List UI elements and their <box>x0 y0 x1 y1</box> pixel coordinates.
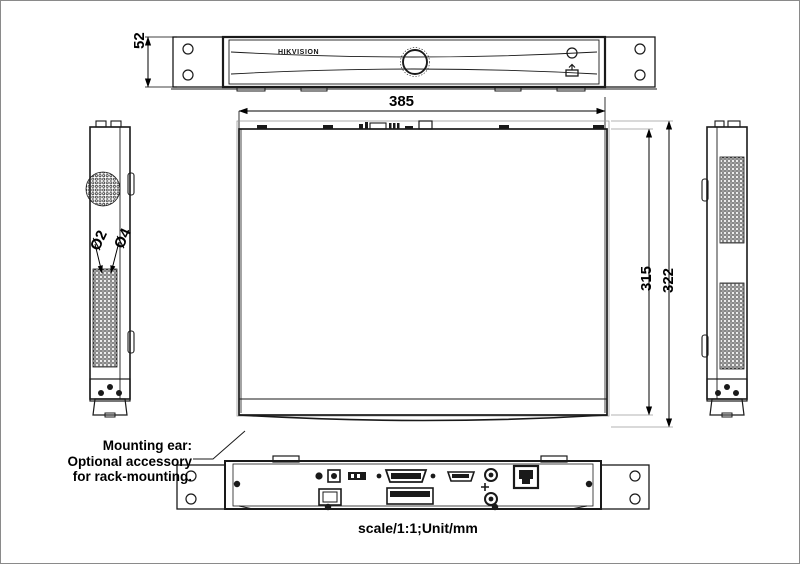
right-side-view-group <box>701 120 748 418</box>
mounting-ear-leader <box>193 430 246 460</box>
scale-unit-note: scale/1:1;Unit/mm <box>358 520 478 536</box>
dimension-label-depth-inner: 315 <box>638 265 655 291</box>
dimension-315 <box>611 128 653 416</box>
dimension-label-height: 52 <box>131 32 148 49</box>
brand-logo-text: HIKVISION <box>278 49 320 56</box>
dimension-322 <box>611 120 673 428</box>
top-view-group <box>236 120 610 422</box>
front-view-group <box>171 35 657 92</box>
rear-view-group <box>176 455 650 511</box>
dimension-385 <box>238 97 606 129</box>
mounting-ear-note-line2: Optional accessory <box>67 453 192 469</box>
mounting-ear-note: Mounting ear: Optional accessory for rac… <box>37 438 192 485</box>
mounting-ear-note-line1: Mounting ear: <box>102 438 192 453</box>
dimension-label-depth-outer: 322 <box>660 267 677 293</box>
dimension-52 <box>144 36 177 88</box>
dimension-label-width: 385 <box>389 93 415 110</box>
hdd-status-icon <box>565 63 579 77</box>
mounting-ear-note-line3: for rack-mounting. <box>72 469 192 485</box>
left-side-view-group <box>85 120 135 418</box>
